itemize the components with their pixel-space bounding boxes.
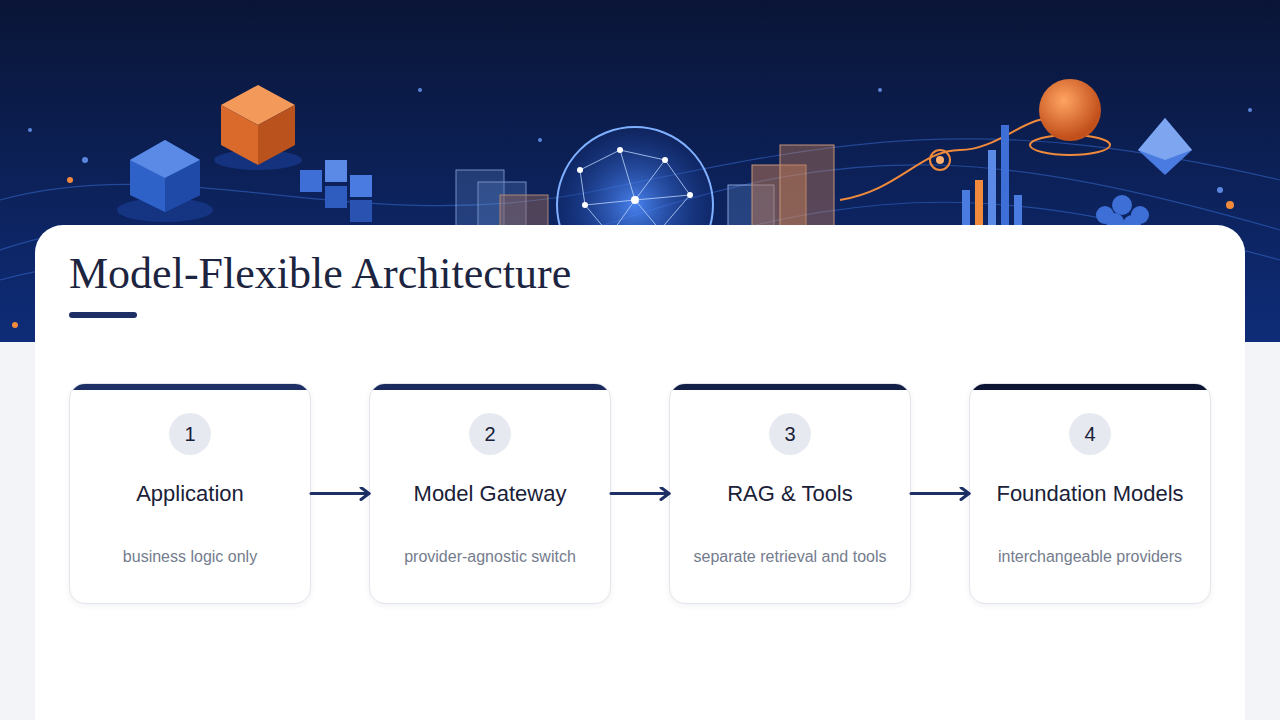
banner-art [662,157,668,163]
banner-art [1217,187,1223,193]
flow-arrow [611,493,669,494]
banner-art [962,125,1022,225]
banner-art [580,150,690,235]
banner-art [962,190,970,225]
banner-art [1248,108,1252,112]
banner-art [1039,79,1101,141]
banner-art [350,200,372,222]
banner-art [975,180,983,225]
step-description: separate retrieval and tools [676,548,904,566]
process-box: 3RAG & Tools separate retrieval and tools [669,383,911,604]
banner-art [1014,195,1022,225]
accent-bar [670,384,910,390]
process-box: 2Model Gateway provider-agnostic switch [369,383,611,604]
banner-art [631,196,639,204]
arrow-line [911,492,969,495]
banner-art [582,202,588,208]
banner-art [82,157,88,163]
banner-art [1112,195,1132,215]
banner-art [165,160,200,212]
step-number: 4 [1069,413,1111,455]
arrow-line [611,492,669,495]
banner-art [325,160,347,182]
banner-art [300,170,322,192]
banner-art [221,105,258,165]
accent-bar [970,384,1210,390]
banner-art [840,118,1060,200]
step-heading: Model Gateway [376,481,604,507]
step-heading: RAG & Tools [676,481,904,507]
step-description: interchangeable providers [976,548,1204,566]
banner-art [580,150,690,235]
banner-art [585,150,690,235]
banner-art [12,322,18,328]
accent-bar [370,384,610,390]
banner-art [1226,201,1234,209]
step-number: 1 [169,413,211,455]
banner-art [418,88,422,92]
banner-art [67,177,73,183]
flow-arrow [311,493,369,494]
process-box: 1Application business logic only [69,383,311,604]
step-heading: Application [76,481,304,507]
banner-art [350,175,372,197]
banner-art [258,105,295,165]
banner-art [538,138,542,142]
banner-art [130,140,200,212]
step-heading: Foundation Models [976,481,1204,507]
banner-art [1001,125,1009,225]
banner-art [300,160,372,222]
step-number: 3 [769,413,811,455]
banner-art [1138,118,1192,160]
banner-art [936,156,944,164]
diagram-title: Model-Flexible Architecture [69,248,571,299]
banner-art [325,186,347,208]
banner-art [988,150,996,225]
flow-arrow [911,493,969,494]
arrow-line [311,492,369,495]
banner-art [1138,118,1192,175]
accent-bar [70,384,310,390]
step-description: business logic only [76,548,304,566]
banner-art [878,88,882,92]
banner-art [28,128,32,132]
banner-art [577,167,583,173]
banner-art [617,147,623,153]
banner-art [687,192,693,198]
step-description: provider-agnostic switch [376,548,604,566]
step-number: 2 [469,413,511,455]
title-underline [69,312,137,318]
process-box: 4Foundation Models interchangeable provid… [969,383,1211,604]
banner-art [930,150,950,170]
